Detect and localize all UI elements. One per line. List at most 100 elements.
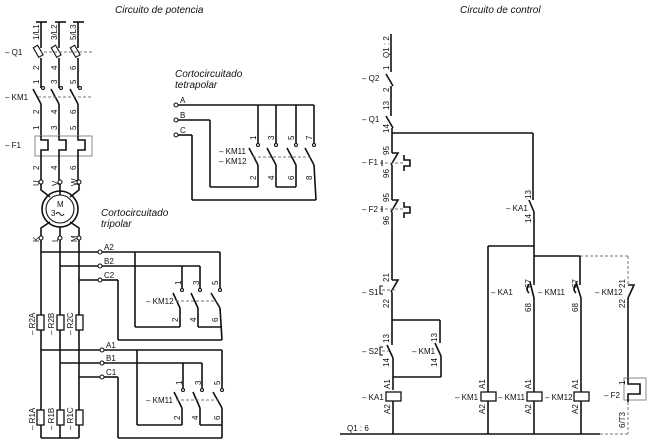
tetra-node-a: A xyxy=(180,96,186,105)
tetra-term: 7 xyxy=(305,135,314,140)
node-b1-label: B1 xyxy=(106,354,116,363)
term-label: A2 xyxy=(524,404,533,414)
contact-term: 5 xyxy=(213,380,222,385)
km1-term: 5 xyxy=(69,125,78,130)
term-label: 6/T3 xyxy=(618,411,627,428)
motor-3-label: 3 xyxy=(51,209,56,218)
term-label: 13 xyxy=(524,190,533,199)
motor-terminal-l: L xyxy=(51,237,60,242)
motor-terminal-k: K xyxy=(32,236,41,242)
r1c-label: – R1C xyxy=(66,407,75,430)
q1-term: 6 xyxy=(69,65,78,70)
tripolar-title-1: Cortocircuitado xyxy=(101,208,169,219)
contact-term: 4 xyxy=(191,415,200,420)
tetra-node-b: B xyxy=(180,111,185,120)
node-c1-label: C1 xyxy=(106,368,117,377)
km12-coil-label: – KM12 xyxy=(545,393,573,402)
f1-nc-contact xyxy=(380,152,411,200)
contact-term: 6 xyxy=(211,317,220,322)
term-label: 95 xyxy=(382,146,391,155)
node-a2-label: A2 xyxy=(104,243,114,252)
tetra-term: 3 xyxy=(267,135,276,140)
supply-label-l2: 3/L2 xyxy=(50,24,59,40)
q1-term: 1 xyxy=(32,79,41,84)
term-label: 22 xyxy=(382,299,391,308)
km12-tripolar-shorting xyxy=(97,249,223,341)
r2c-label: – R2C xyxy=(66,312,75,335)
contact-term: 1 xyxy=(175,380,184,385)
control-circuit-title: Circuito de control xyxy=(460,5,541,16)
s1-pushbutton xyxy=(379,279,400,320)
tetra-term: 4 xyxy=(267,175,276,180)
q1-fused-switch xyxy=(32,44,92,88)
ka1-no-label: – KA1 xyxy=(506,204,528,213)
term-label: 67 xyxy=(524,279,533,288)
tetra-term: 6 xyxy=(287,175,296,180)
km11-timed-label: – KM11 xyxy=(538,288,566,297)
term-label: 13 xyxy=(430,333,439,342)
motor-icon xyxy=(41,190,79,228)
km1-term: 1 xyxy=(32,125,41,130)
r2b-label: – R2B xyxy=(47,313,56,335)
f2-control-label: – F2 xyxy=(362,205,379,214)
f1-thermal-relay xyxy=(34,135,93,185)
contact-term: 3 xyxy=(192,280,201,285)
q1-control-label: – Q1 xyxy=(362,115,380,124)
term-label: 22 xyxy=(618,299,627,308)
motor-terminal-w: W xyxy=(70,178,79,186)
term-label: A1 xyxy=(571,379,580,389)
km1-coil xyxy=(480,391,497,402)
q1-2-label: Q1 : 2 xyxy=(382,36,391,58)
q1-term: 2 xyxy=(32,65,41,70)
km1-label: – KM1 xyxy=(5,93,29,102)
term-label: 2 xyxy=(382,87,391,92)
f1-term: 4 xyxy=(50,165,59,170)
km11-coil-label: – KM11 xyxy=(498,393,526,402)
term-label: 95 xyxy=(382,193,391,202)
tripolar-title-2: tripolar xyxy=(101,219,132,230)
q1-term: 3 xyxy=(50,79,59,84)
tetra-term: 2 xyxy=(249,175,258,180)
f2-nc-contact xyxy=(380,199,411,280)
power-circuit-title: Circuito de potencia xyxy=(115,5,204,16)
term-label: 21 xyxy=(618,279,627,288)
resistors-stage-1 xyxy=(36,409,84,439)
term-label: 1 xyxy=(382,65,391,70)
km11-power-label: – KM11 xyxy=(146,396,174,405)
q2-label: – Q2 xyxy=(362,74,380,83)
tetra-term: 1 xyxy=(249,135,258,140)
km1-no-label: – KM1 xyxy=(412,347,436,356)
tetrapolar-title-1: Cortocircuitado xyxy=(175,69,243,80)
q1-6-label: Q1 : 6 xyxy=(347,424,369,433)
term-label: 14 xyxy=(382,124,391,133)
f1-term: 2 xyxy=(32,165,41,170)
term-label: 1 xyxy=(618,380,627,385)
km11-coil xyxy=(526,391,543,402)
motor-terminal-m: M xyxy=(70,235,79,242)
contact-term: 2 xyxy=(173,415,182,420)
km1-main-contacts xyxy=(32,85,92,136)
motor-terminal-u: U xyxy=(32,180,41,186)
contact-term: 1 xyxy=(174,280,183,285)
tetra-term: 8 xyxy=(305,175,314,180)
km1-term: 6 xyxy=(69,109,78,114)
term-label: 21 xyxy=(382,273,391,282)
term-label: 13 xyxy=(382,334,391,343)
term-label: 14 xyxy=(430,358,439,367)
km1-term: 4 xyxy=(50,109,59,114)
ka1-coil xyxy=(385,391,402,402)
term-label: A1 xyxy=(524,379,533,389)
term-label: 14 xyxy=(382,358,391,367)
ka1-timed-label: – KA1 xyxy=(491,288,513,297)
control-circuit xyxy=(340,34,647,435)
term-label: 13 xyxy=(382,101,391,110)
contact-term: 2 xyxy=(171,317,180,322)
supply-label-l3: 5/L3 xyxy=(69,24,78,40)
term-label: A1 xyxy=(383,379,392,389)
term-label: 67 xyxy=(571,279,580,288)
q1-term: 4 xyxy=(50,65,59,70)
tetra-node-c: C xyxy=(180,126,186,135)
f1-label: – F1 xyxy=(5,141,22,150)
node-c2-label: C2 xyxy=(104,271,115,280)
